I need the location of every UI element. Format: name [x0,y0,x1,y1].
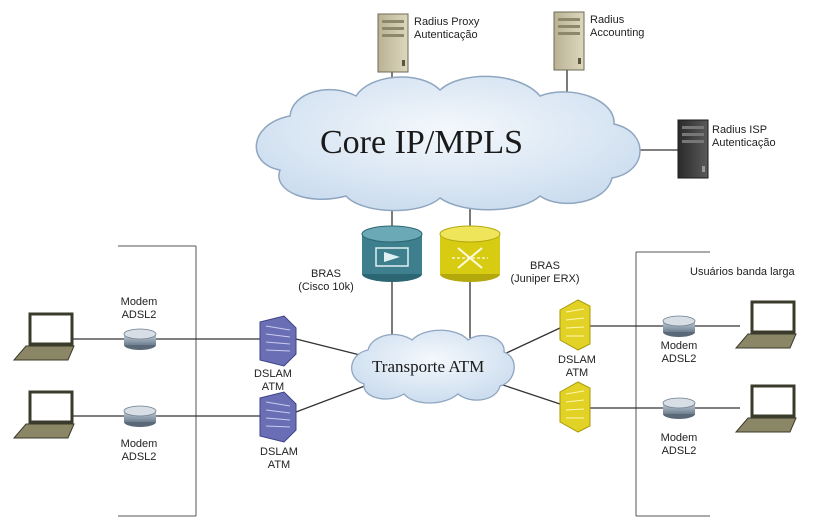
dslam-right-top-icon [559,299,591,351]
radius-proxy-label: Radius Proxy Autenticação [414,16,479,42]
connection-lines [70,70,740,417]
modem-left-top-line1: Modem [120,296,158,308]
laptop-left-bottom-icon [12,390,75,439]
boundary-right [635,251,710,517]
modem-left-bottom-line1: Modem [120,438,158,450]
dslam-left-bottom-line2: ATM [267,459,291,471]
radius-accounting-line1: Radius [590,14,625,26]
modem-right-top-label: Modem ADSL2 [654,340,704,366]
server-radius-isp-icon [677,119,709,179]
core-cloud-label: Core IP/MPLS [320,124,524,161]
bras-cisco-line1: BRAS [311,268,341,280]
dslam-right-label: DSLAM ATM [552,354,602,380]
boundary-left [118,245,197,517]
dslam-left-top-line1: DSLAM [254,368,292,380]
modem-left-bottom-line2: ADSL2 [121,451,157,463]
laptop-right-bottom-icon [734,384,797,433]
dslam-right-line2: ATM [565,367,589,379]
bras-juniper-icon [439,225,501,282]
modem-left-top-label: Modem ADSL2 [114,296,164,322]
dslam-right-bottom-icon [559,381,591,433]
transport-cloud [351,329,515,404]
modem-right-top-line2: ADSL2 [661,353,697,365]
radius-proxy-line2: Autenticação [414,29,478,41]
modem-right-bottom-label: Modem ADSL2 [654,432,704,458]
modem-right-top-line1: Modem [660,340,698,352]
dslam-left-top-icon [259,315,297,367]
laptop-left-top-icon [12,312,75,361]
bras-juniper-label: BRAS (Juniper ERX) [500,260,590,286]
radius-isp-line1: Radius ISP [712,124,768,136]
laptop-right-top-icon [734,300,797,349]
dslam-left-bottom-label: DSLAM ATM [254,446,304,472]
dslam-left-top-line2: ATM [261,381,285,393]
transport-cloud-label: Transporte ATM [372,357,485,376]
modem-right-bottom-line1: Modem [660,432,698,444]
server-radius-proxy-icon [377,13,409,73]
modem-left-top-line2: ADSL2 [121,309,157,321]
modem-right-bottom-line2: ADSL2 [661,445,697,457]
modem-left-bottom-icon [123,405,157,427]
core-cloud [255,75,641,212]
dslam-left-bottom-line1: DSLAM [260,446,298,458]
users-label: Usuários banda larga [690,266,795,278]
bras-cisco-label: BRAS (Cisco 10k) [290,268,362,294]
modem-left-bottom-label: Modem ADSL2 [114,438,164,464]
radius-accounting-label: Radius Accounting [590,14,644,40]
radius-isp-line2: Autenticação [712,137,776,149]
bras-juniper-line1: BRAS [530,260,560,272]
dslam-left-top-label: DSLAM ATM [248,368,298,394]
modem-left-top-icon [123,328,157,350]
bras-cisco-line2: (Cisco 10k) [298,281,354,293]
radius-proxy-line1: Radius Proxy [414,16,480,28]
bras-juniper-line2: (Juniper ERX) [510,273,580,285]
radius-isp-label: Radius ISP Autenticação [712,124,776,150]
dslam-right-line1: DSLAM [558,354,596,366]
dslam-left-bottom-icon [259,391,297,443]
server-radius-accounting-icon [553,11,585,71]
modem-right-top-icon [662,315,696,337]
bras-cisco-icon [361,225,423,282]
modem-right-bottom-icon [662,397,696,419]
radius-accounting-line2: Accounting [590,27,645,39]
